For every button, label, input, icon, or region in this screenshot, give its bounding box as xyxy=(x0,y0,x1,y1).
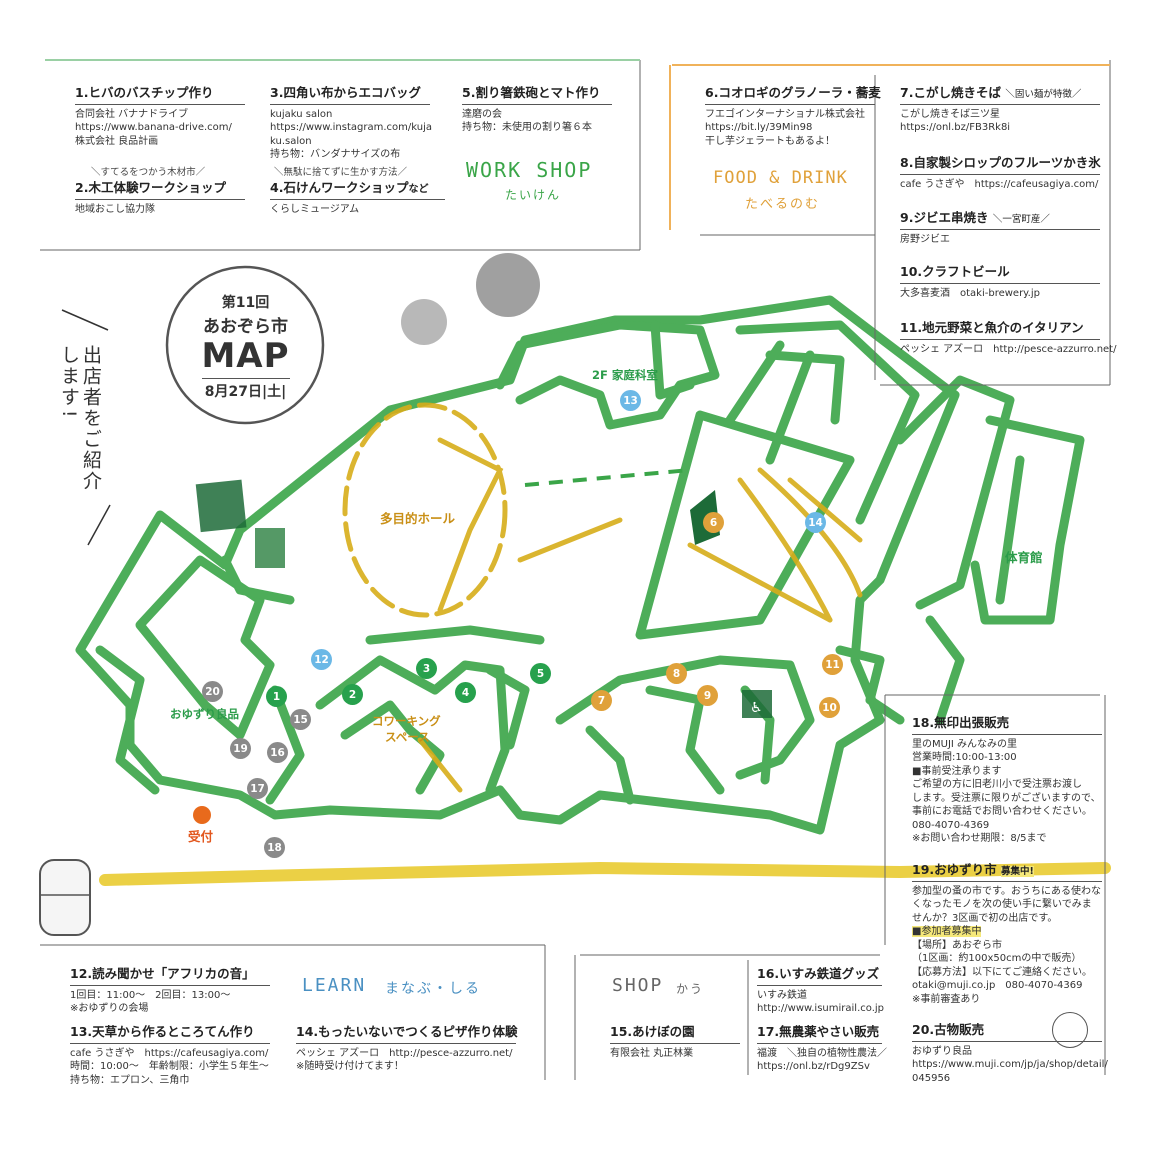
food-item-8: 8.自家製シロップのフルーツかき氷 cafe うさぎや https://cafe… xyxy=(900,155,1101,190)
label-reception: 受付 xyxy=(188,829,214,844)
label-gym: 体育館 xyxy=(1005,550,1043,565)
map-pin-16[interactable]: 16 xyxy=(267,742,288,763)
svg-text:♿: ♿ xyxy=(750,700,763,716)
map-pin-8[interactable]: 8 xyxy=(666,663,687,684)
learn-heading: LEARN xyxy=(302,975,367,996)
workshop-item-4: ＼無駄に捨てずに生かす方法／ 4.石けんワークショップなど くらしミュージアム xyxy=(270,167,445,216)
food-item-7: 7.こがし焼きそば ＼固い麺が特徴／ こがし焼きそば三ツ星 https://on… xyxy=(900,85,1100,135)
label-cowork: コワーキング xyxy=(372,714,441,728)
learn-item-13: 13.天草から作るところてん作り cafe うさぎや https://cafeu… xyxy=(70,1024,270,1086)
event-title: 第11回 あおぞら市 MAP 8月27日|土| xyxy=(168,292,323,401)
map-pin-9[interactable]: 9 xyxy=(697,685,718,706)
map-pin-19[interactable]: 19 xyxy=(230,738,251,759)
shop-heading: SHOP xyxy=(612,975,664,996)
muji-item-19: 19.おゆずり市 募集中! 参加型の蚤の市です。おうちにある使わな くなったモノ… xyxy=(912,862,1102,1005)
side-note: 出店者をご紹介します! xyxy=(58,345,102,492)
shop-heading-sub: かう xyxy=(676,982,705,996)
food-item-6: 6.コオロギのグラノーラ・蕎麦 フエゴインターナショナル株式会社 https:/… xyxy=(705,85,881,147)
food-item-10: 10.クラフトビール 大多喜麦酒 otaki-brewery.jp xyxy=(900,264,1100,300)
map-pin-1[interactable]: 1 xyxy=(266,686,287,707)
map-label: MAP xyxy=(201,336,290,376)
learn-heading-sub: まなぶ・しる xyxy=(385,981,481,997)
edition-label: 第11回 xyxy=(221,295,270,311)
food-heading: FOOD & DRINK xyxy=(713,168,848,188)
muji-item-18: 18.無印出張販売 里のMUJI みんなみの里 営業時間:10:00-13:00… xyxy=(912,715,1102,845)
map-pin-7[interactable]: 7 xyxy=(591,690,612,711)
map-pin-10[interactable]: 10 xyxy=(819,697,840,718)
learn-item-14: 14.もったいないでつくるピザ作り体験 ペッシェ アズーロ http://pes… xyxy=(296,1024,518,1073)
label-hall: 多目的ホール xyxy=(380,511,456,526)
map-pin-14[interactable]: 14 xyxy=(805,512,826,533)
label-kitchen: 2F 家庭科室 xyxy=(592,368,658,382)
map-pin-18[interactable]: 18 xyxy=(264,837,285,858)
food-heading-sub: たべるのむ xyxy=(745,197,821,212)
shop-item-17: 17.無農薬やさい販売 福渡 ＼独自の植物性農法／ https://onl.bz… xyxy=(757,1024,887,1073)
shop-item-15: 15.あけぼの園 有限会社 丸正林業 xyxy=(610,1024,740,1060)
map-pin-20[interactable]: 20 xyxy=(202,681,223,702)
shop-item-16: 16.いすみ鉄道グッズ いすみ鉄道 http://www.isumirail.c… xyxy=(757,966,884,1015)
map-pin-3[interactable]: 3 xyxy=(416,658,437,679)
workshop-item-3: 3.四角い布からエコバッグ kujaku salon https://www.i… xyxy=(270,85,432,161)
workshop-item-1: 1.ヒバのバスチップ作り 合同会社 バナナドライブ https://www.ba… xyxy=(75,85,245,148)
reception-marker xyxy=(193,806,211,824)
workshop-heading-sub: たいけん xyxy=(505,188,562,202)
map-pin-13[interactable]: 13 xyxy=(620,390,641,411)
workshop-item-2: ＼すてるをつかう木材市／ 2.木工体験ワークショップ 地域おこし協力隊 xyxy=(75,167,245,216)
food-item-9: 9.ジビエ串焼き ＼一宮町産／ 房野ジビエ xyxy=(900,210,1100,246)
muji-item-20: 20.古物販売 おゆずり良品 https://www.muji.com/jp/j… xyxy=(912,1022,1108,1084)
workshop-item-5: 5.割り箸鉄砲とマト作り 達磨の会 持ち物：未使用の割り箸６本 xyxy=(462,85,612,135)
learn-item-12: 12.読み聞かせ「アフリカの音」 1回目：11:00～ 2回目：13:00～ ※… xyxy=(70,966,270,1016)
map-pin-6[interactable]: 6 xyxy=(703,512,724,533)
oyuzuri-logo-icon xyxy=(1052,1012,1088,1048)
workshop-heading: WORK SHOP xyxy=(466,158,593,182)
food-item-11: 11.地元野菜と魚介のイタリアン ペッシェ アズーロ http://pesce-… xyxy=(900,320,1117,355)
map-pin-11[interactable]: 11 xyxy=(822,654,843,675)
map-pin-2[interactable]: 2 xyxy=(342,684,363,705)
event-date: 8月27日|土| xyxy=(201,378,290,401)
label-oyuzuri: おゆずり良品 xyxy=(170,707,239,721)
event-name: あおぞら市 xyxy=(203,317,288,337)
map-pin-5[interactable]: 5 xyxy=(530,663,551,684)
label-cowork-2: スペース xyxy=(385,730,430,744)
map-pin-15[interactable]: 15 xyxy=(290,709,311,730)
map-pin-12[interactable]: 12 xyxy=(311,649,332,670)
map-pin-17[interactable]: 17 xyxy=(247,778,268,799)
map-pin-4[interactable]: 4 xyxy=(455,682,476,703)
recruiting-badge: 募集中! xyxy=(1001,866,1034,877)
